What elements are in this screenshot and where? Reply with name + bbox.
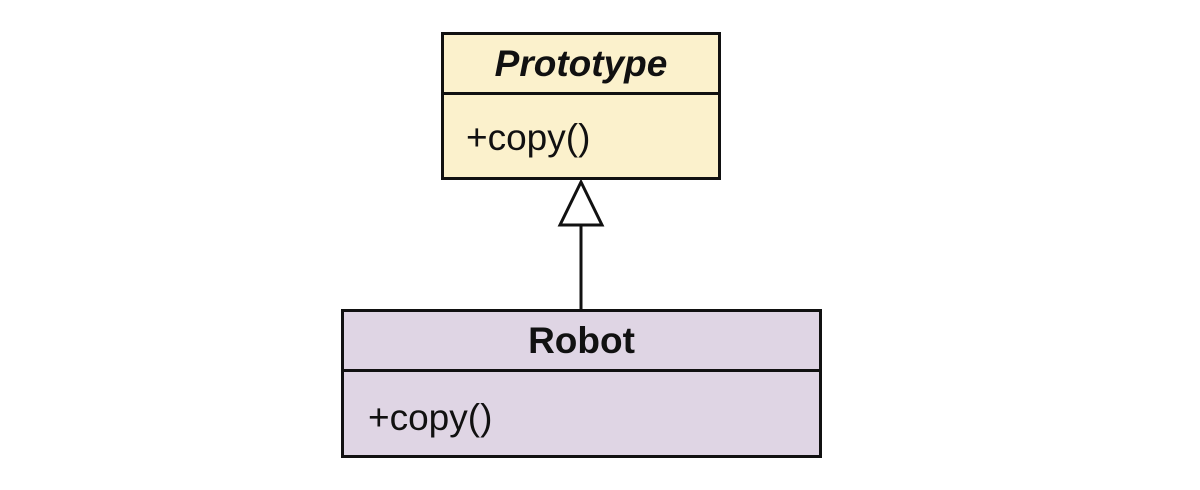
robot-class-name: Robot <box>344 312 819 372</box>
inheritance-arrowhead-icon <box>557 178 605 227</box>
prototype-class-box[interactable]: Prototype +copy() <box>441 32 721 180</box>
prototype-method-copy: +copy() <box>466 117 591 158</box>
prototype-class-name: Prototype <box>444 35 718 95</box>
robot-class-box[interactable]: Robot +copy() <box>341 309 822 458</box>
robot-method-copy: +copy() <box>368 396 493 438</box>
